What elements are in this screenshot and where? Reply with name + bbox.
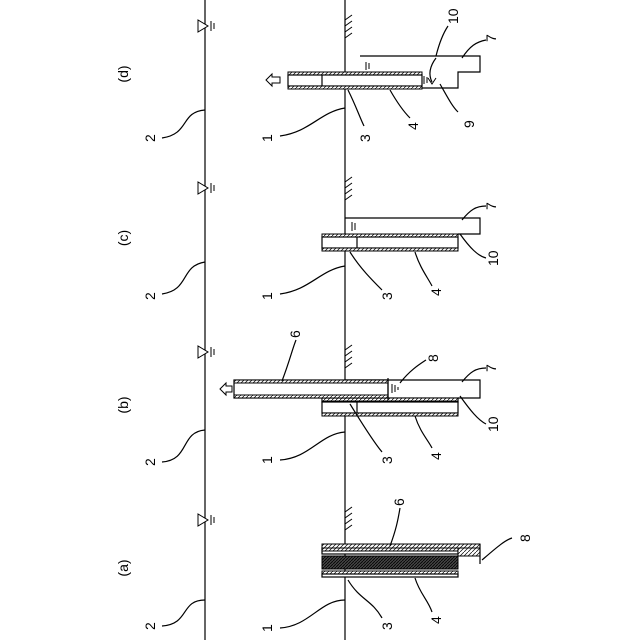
panel-c-label-2: 2 (142, 292, 158, 300)
panel-c-leader-4 (415, 252, 432, 286)
panel-a-pipe-6 (322, 544, 480, 548)
panel-a-label-6: 6 (391, 498, 407, 506)
panel-a-leader-2 (162, 600, 205, 626)
panel-d-label-4: 4 (405, 122, 421, 130)
panel-a-leader-1 (280, 600, 345, 628)
panel-c-casing-4-wall (322, 248, 458, 251)
panel-d-casing-4-wall (288, 86, 422, 89)
panel-b-water-in-hole-icon (392, 384, 398, 393)
panel-c-casing-space (322, 237, 458, 248)
panel-c-leader-10 (460, 234, 486, 258)
panel-c-label-7: 7 (483, 202, 499, 210)
panel-b-leader-10 (460, 396, 486, 424)
panel-d-label-7: 7 (483, 34, 499, 42)
panel-d-casing-space (288, 75, 422, 86)
panel-c-seabed-hatch (345, 177, 352, 200)
panel-b-leader-2 (162, 430, 205, 462)
panel-c: (c) 2 1 3 4 7 10 (115, 160, 501, 320)
panel-c-hole-7 (345, 218, 480, 234)
panel-d-label-9: 9 (461, 120, 477, 128)
panel-c-leader-1 (280, 266, 345, 294)
panel-d-leader-4 (390, 90, 410, 118)
panel-a-water-level-icon (198, 514, 214, 526)
panel-c-label-1: 1 (259, 292, 275, 300)
panel-a-casing-4 (322, 574, 458, 577)
panel-d-water-flow-icon (424, 76, 427, 84)
panel-c-leader-3 (350, 252, 382, 290)
panel-d-leader-2 (162, 110, 205, 138)
panel-d-label-3: 3 (357, 134, 373, 142)
panel-a-pipe-6-lower (458, 548, 480, 556)
panel-b-casing-4-wall (322, 413, 458, 416)
panel-c-label-3: 3 (379, 292, 395, 300)
panel-b: (b) (115, 320, 501, 480)
panel-c-title: (c) (115, 230, 131, 246)
panel-d-flow-arrow-9 (430, 58, 436, 82)
panel-d-lift-arrow-icon (266, 74, 280, 86)
panel-a-leader-4 (415, 578, 432, 612)
panel-b-pipe-6-wall-bot (234, 395, 388, 398)
panel-d-water-level-icon (198, 20, 214, 32)
panel-b-seabed-hatch (345, 345, 352, 368)
panel-a: (a) 2 1 3 4 6 8 (115, 480, 533, 640)
panel-b-water-level-icon (198, 346, 214, 358)
panel-d-seabed-hatch (345, 15, 352, 38)
panel-b-label-4: 4 (428, 452, 444, 460)
panel-a-inner-fill (322, 556, 458, 569)
panel-b-pipe-6-wall-top (234, 380, 388, 383)
panel-b-label-7: 7 (483, 364, 499, 372)
panel-d: (d) (115, 0, 499, 160)
panel-d-leader-3 (348, 90, 364, 126)
panel-a-leader-8 (482, 538, 512, 560)
panel-c-label-4: 4 (428, 288, 444, 296)
panel-c-water-in-hole-icon (352, 222, 355, 231)
panel-b-label-6: 6 (287, 330, 303, 338)
panel-b-casing-space (322, 402, 458, 413)
panel-d-water-in-hole-icon (366, 62, 369, 70)
panel-b-leader-6 (282, 340, 296, 381)
panel-c-leader-2 (162, 262, 205, 294)
panel-b-label-3: 3 (379, 456, 395, 464)
panel-d-title: (d) (115, 65, 131, 82)
panel-a-seabed-hatch (345, 507, 352, 530)
panel-a-label-2: 2 (142, 622, 158, 630)
panel-a-label-4: 4 (428, 616, 444, 624)
panel-d-label-1: 1 (259, 134, 275, 142)
panel-a-label-1: 1 (259, 624, 275, 632)
panel-b-leader-4 (415, 416, 432, 448)
panel-b-label-1: 1 (259, 456, 275, 464)
panel-b-label-8: 8 (425, 354, 441, 362)
panel-b-label-10: 10 (485, 416, 501, 432)
panel-b-leader-1 (280, 432, 345, 460)
panel-c-label-10: 10 (485, 250, 501, 266)
panel-a-label-3: 3 (379, 622, 395, 630)
panel-c-water-level-icon (198, 182, 214, 194)
panel-d-label-2: 2 (142, 134, 158, 142)
panel-a-label-8: 8 (517, 534, 533, 542)
panel-a-leader-6 (390, 508, 400, 546)
panel-d-leader-10 (436, 26, 448, 56)
panel-a-leader-3 (348, 580, 382, 618)
panel-b-lift-arrow-icon (220, 383, 232, 395)
panel-a-title: (a) (115, 559, 131, 576)
panel-d-label-10: 10 (445, 8, 461, 24)
panel-d-leader-1 (280, 108, 345, 136)
panel-b-title: (b) (115, 396, 131, 413)
panel-b-label-2: 2 (142, 458, 158, 466)
